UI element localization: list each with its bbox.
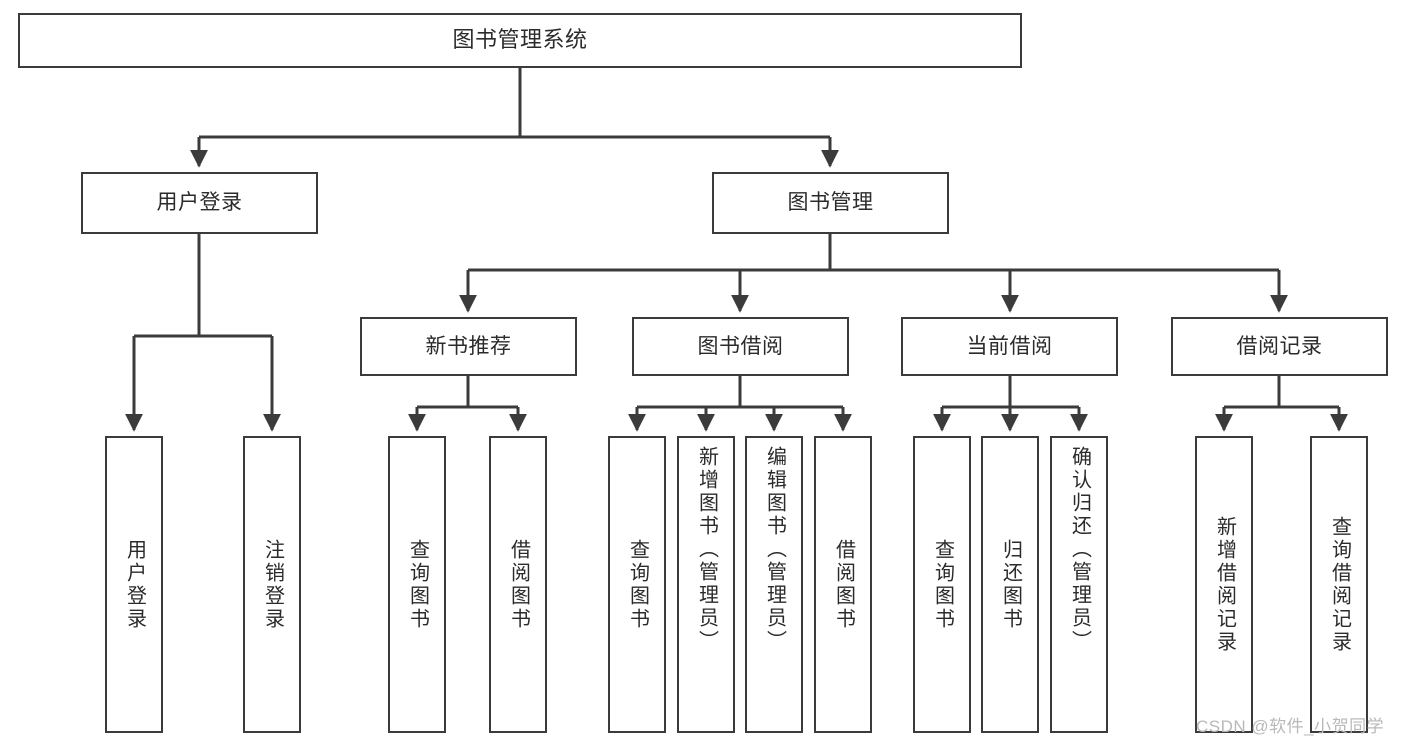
node-leaf-confirm-return-admin[interactable]: 确认归还（管理员） [1050,436,1108,733]
node-leaf-logout[interactable]: 注销登录 [243,436,301,733]
node-book-borrow[interactable]: 图书借阅 [632,317,849,376]
node-leaf-query-book-current[interactable]: 查询图书 [913,436,971,733]
node-leaf-query-book-borrow[interactable]: 查询图书 [608,436,666,733]
node-leaf-return-book[interactable]: 归还图书 [981,436,1039,733]
node-current-borrow[interactable]: 当前借阅 [901,317,1118,376]
node-book-management[interactable]: 图书管理 [712,172,949,234]
node-leaf-borrow-book[interactable]: 借阅图书 [814,436,872,733]
node-new-book-recommend[interactable]: 新书推荐 [360,317,577,376]
node-leaf-query-borrow-record[interactable]: 查询借阅记录 [1310,436,1368,733]
node-leaf-edit-book-admin[interactable]: 编辑图书（管理员） [745,436,803,733]
node-leaf-add-borrow-record[interactable]: 新增借阅记录 [1195,436,1253,733]
watermark-csdn: CSDN @软件_小贺同学 [1196,717,1385,736]
node-user-login[interactable]: 用户登录 [81,172,318,234]
node-root-book-management-system[interactable]: 图书管理系统 [18,13,1022,68]
node-leaf-user-login[interactable]: 用户登录 [105,436,163,733]
node-leaf-query-book-recommend[interactable]: 查询图书 [388,436,446,733]
node-borrow-record[interactable]: 借阅记录 [1171,317,1388,376]
node-leaf-borrow-book-recommend[interactable]: 借阅图书 [489,436,547,733]
node-leaf-add-book-admin[interactable]: 新增图书（管理员） [677,436,735,733]
